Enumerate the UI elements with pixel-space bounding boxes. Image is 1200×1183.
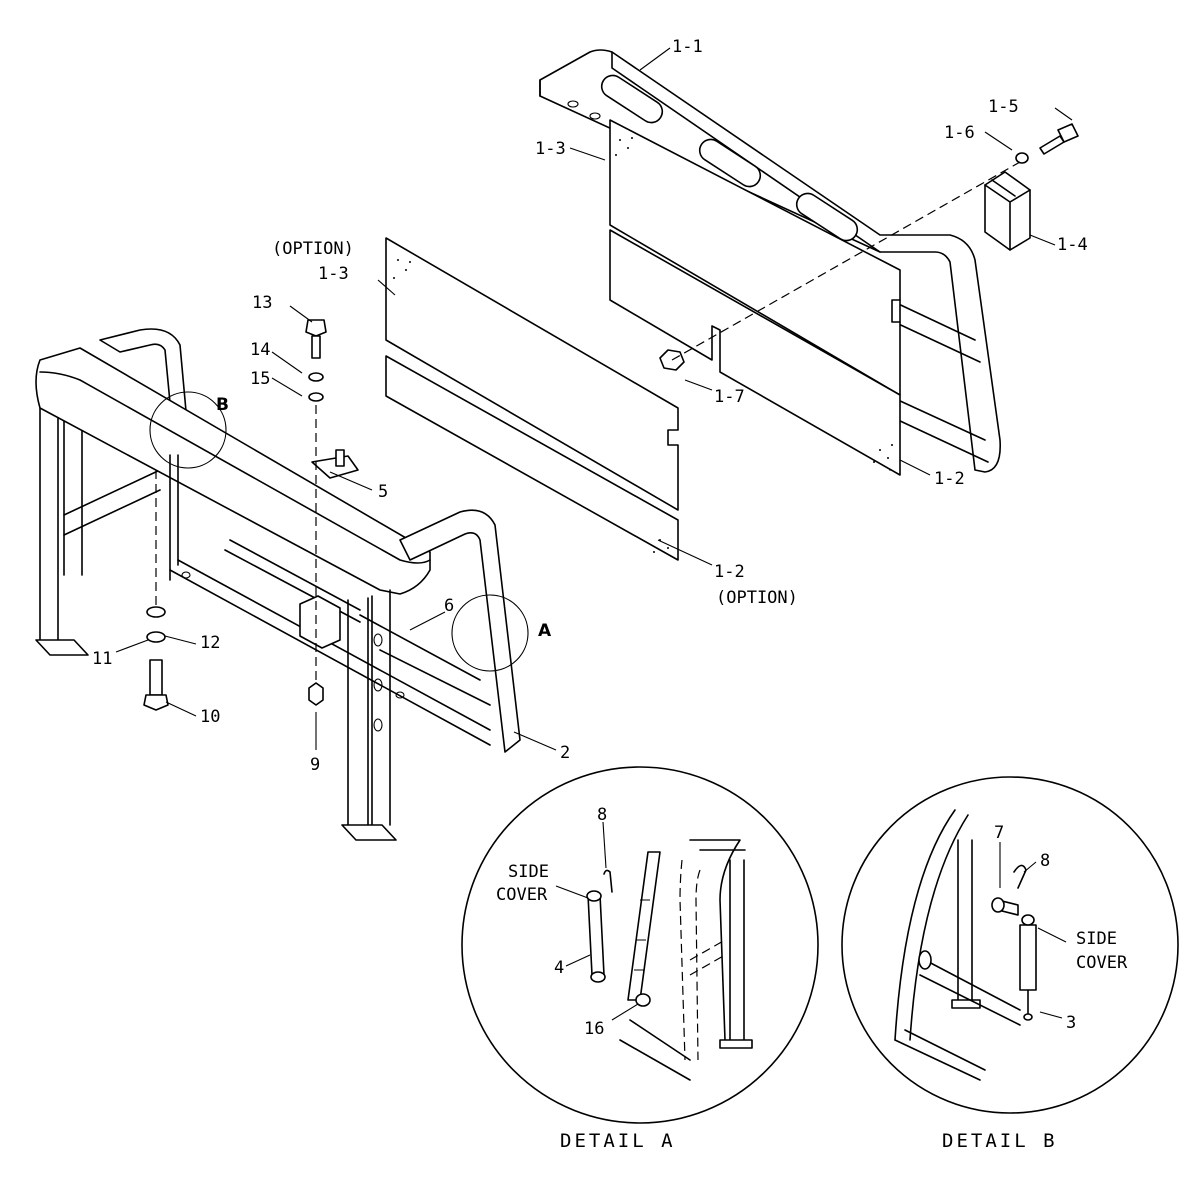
label-3: 3: [1066, 1013, 1076, 1033]
pin-4: [587, 894, 605, 976]
clip-8-b: [1013, 864, 1027, 889]
label-1-2-option: 1-2: [714, 562, 745, 582]
detail-a-view: [461, 766, 819, 1124]
detail-b-view: [841, 776, 1179, 1114]
label-1-7: 1-7: [714, 387, 745, 407]
main-frame: [35, 328, 521, 841]
label-side-cover-a-1: SIDE: [508, 862, 549, 882]
label-1-3-option: 1-3: [318, 264, 349, 284]
label-side-cover-b-1: SIDE: [1076, 929, 1117, 949]
fastener-stack-left: [143, 470, 169, 711]
label-8-detail-b: 8: [1040, 851, 1050, 871]
label-callout-a: A: [538, 621, 552, 641]
label-10: 10: [200, 707, 220, 727]
part-labels: 1-1 1-3 1-5 1-6 1-4 1-7 1-2 (OPTION) 1-3…: [92, 37, 1128, 1152]
canopy-assembly: [539, 49, 1002, 476]
bracket-1-4: [984, 171, 1031, 251]
label-option-top: (OPTION): [272, 239, 354, 259]
assembly-centerline-1: [671, 161, 1021, 361]
label-2: 2: [560, 743, 570, 763]
washer-16: [635, 993, 651, 1007]
callout-circle-a: [451, 594, 529, 672]
bolt-1-5: [1039, 123, 1079, 155]
label-1-6: 1-6: [944, 123, 975, 143]
caption-detail-a: DETAIL A: [560, 1130, 676, 1152]
label-side-cover-b-2: COVER: [1076, 953, 1128, 973]
label-14: 14: [250, 340, 270, 360]
label-1-2: 1-2: [934, 469, 965, 489]
option-panel-1-3: [385, 237, 679, 511]
label-11: 11: [92, 649, 112, 669]
label-13: 13: [252, 293, 272, 313]
label-5: 5: [378, 482, 388, 502]
washer-1-6: [1015, 152, 1029, 164]
lower-panel-1-2: [609, 229, 901, 476]
label-8-detail-a: 8: [597, 805, 607, 825]
label-1-3: 1-3: [535, 139, 566, 159]
label-12: 12: [200, 633, 220, 653]
fastener-stack-middle: [305, 319, 359, 706]
leader-lines: [115, 47, 1073, 1021]
clip-8-a: [603, 869, 613, 893]
label-1-4: 1-4: [1057, 235, 1088, 255]
canopy-top-plate: [539, 49, 1002, 473]
option-panels: [385, 237, 679, 561]
callout-circle-b: [149, 391, 227, 469]
label-9: 9: [310, 755, 320, 775]
label-6: 6: [444, 596, 454, 616]
label-4: 4: [554, 958, 564, 978]
label-option-bottom: (OPTION): [716, 588, 798, 608]
gas-spring-3: [1019, 924, 1037, 991]
label-callout-b: B: [216, 395, 229, 415]
label-side-cover-a-2: COVER: [496, 885, 548, 905]
label-7: 7: [994, 823, 1004, 843]
label-1-1: 1-1: [672, 37, 703, 57]
label-16: 16: [584, 1019, 604, 1039]
label-15: 15: [250, 369, 270, 389]
main-frame-top-beam: [35, 347, 431, 595]
caption-detail-b: DETAIL B: [942, 1130, 1058, 1152]
label-1-5: 1-5: [988, 97, 1019, 117]
option-panel-1-2: [385, 355, 679, 561]
nut-9: [308, 682, 324, 706]
